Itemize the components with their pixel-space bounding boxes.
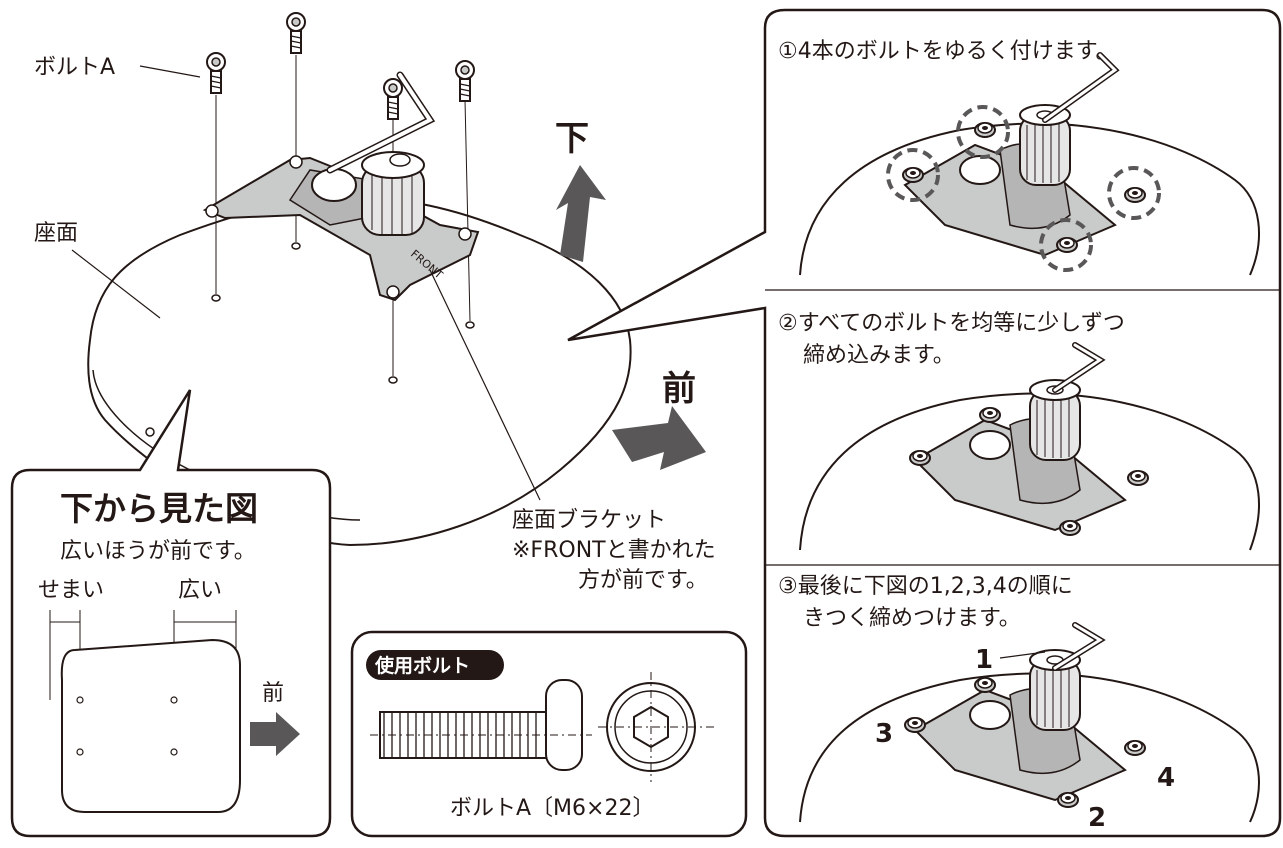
bolt-icon bbox=[286, 12, 306, 54]
bracket-note-line2: 方が前です。 bbox=[578, 568, 708, 593]
bottom-view-subtitle: 広いほうが前です。 bbox=[60, 539, 256, 564]
front-direction-label: 前 bbox=[662, 369, 696, 409]
step3-text-line1: ③最後に下図の1,2,3,4の順に bbox=[778, 574, 1073, 599]
bolt-spec-caption: ボルトA〔M6×22〕 bbox=[450, 796, 654, 821]
seat-bracket-illustration: FRONT bbox=[202, 71, 480, 302]
order-2: 2 bbox=[1088, 803, 1106, 833]
order-4: 4 bbox=[1157, 763, 1175, 793]
highlight-circle-icon bbox=[1039, 218, 1093, 272]
seat-label: 座面 bbox=[34, 221, 78, 246]
bolt-a-label: ボルトA bbox=[34, 55, 115, 80]
highlight-circle-icon bbox=[1107, 166, 1161, 220]
bolt-a-icon bbox=[206, 52, 226, 94]
step1-text: ①4本のボルトをゆるく付けます。 bbox=[778, 39, 1118, 64]
bottom-front-arrow-icon bbox=[250, 712, 300, 756]
wide-label: 広い bbox=[178, 578, 222, 603]
step2-text-line1: ②すべてのボルトを均等に少しずつ bbox=[778, 311, 1125, 336]
step2-text-line2: 締め込みます。 bbox=[803, 343, 955, 368]
down-label: 下 bbox=[555, 119, 589, 159]
bolt-icon bbox=[455, 60, 475, 102]
bracket-label: 座面ブラケット bbox=[512, 508, 666, 533]
highlight-circle-icon bbox=[886, 148, 940, 202]
bracket-note-line1: ※FRONTと書かれた bbox=[512, 538, 716, 563]
order-1: 1 bbox=[975, 645, 993, 675]
step3-text-line2: きつく締めつけます。 bbox=[803, 606, 1021, 631]
up-arrow-icon bbox=[556, 165, 606, 262]
order-3: 3 bbox=[875, 719, 893, 749]
seat-bottom-outline bbox=[60, 638, 241, 813]
front-arrow-icon bbox=[612, 406, 706, 470]
narrow-label: せまい bbox=[38, 578, 104, 603]
bolt-icon bbox=[383, 78, 403, 120]
used-bolt-badge-text: 使用ボルト bbox=[374, 655, 470, 677]
bottom-front-label: 前 bbox=[262, 681, 284, 706]
bolt-side-view-icon bbox=[370, 679, 592, 771]
highlight-circle-icon bbox=[956, 105, 1010, 159]
bolt-head-view-icon bbox=[598, 672, 718, 782]
used-bolt-badge bbox=[366, 650, 504, 680]
bottom-view-title: 下から見た図 bbox=[60, 489, 258, 528]
